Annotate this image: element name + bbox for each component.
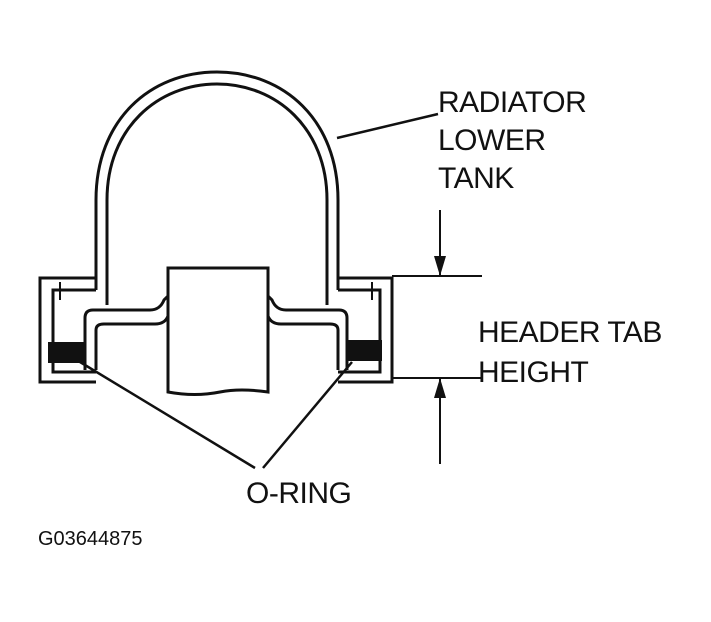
dimension-arrow-up — [434, 378, 446, 398]
o-ring-left — [48, 342, 86, 363]
leader-radiator-lower-tank — [336, 112, 439, 140]
header-left-tab — [38, 276, 96, 384]
tank-right-flange — [338, 288, 382, 374]
leader-o-ring-left — [79, 360, 256, 470]
dimension-arrow-down — [434, 256, 446, 276]
figure-id: G03644875 — [38, 528, 143, 550]
tank-inner-wall — [105, 82, 329, 305]
leader-o-ring-right — [262, 361, 353, 469]
header-plate-top-right — [266, 294, 349, 370]
tank-outer-wall — [94, 70, 340, 290]
tank-left-flange — [51, 288, 96, 374]
label-radiator: RADIATOR — [438, 86, 587, 119]
header-right-tab — [338, 276, 394, 384]
label-o-ring: O-RING — [246, 477, 352, 510]
header-plate-bottom-right — [266, 315, 340, 370]
label-header-tab: HEADER TAB — [478, 316, 662, 349]
header-plate-bottom — [94, 315, 170, 370]
tube — [166, 266, 270, 396]
label-height: HEIGHT — [478, 356, 589, 389]
label-tank: TANK — [438, 162, 514, 195]
label-lower: LOWER — [438, 124, 546, 157]
header-plate-top — [83, 294, 170, 370]
o-ring-right — [346, 340, 382, 361]
